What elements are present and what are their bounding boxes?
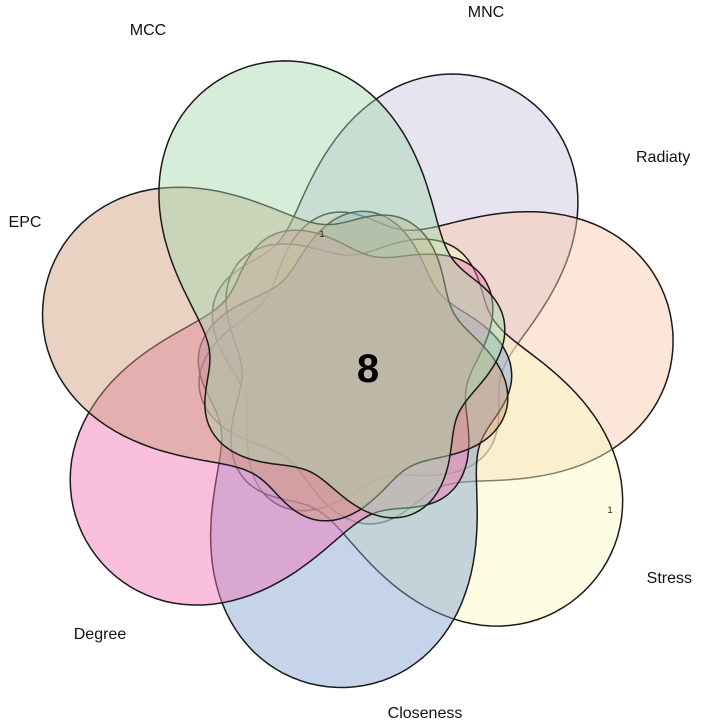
set-label-stress: Stress [647, 570, 692, 587]
region-count-stress: 1 [607, 505, 612, 515]
set-label-epc: EPC [9, 214, 42, 231]
petal-mcc [158, 60, 506, 519]
set-label-mnc: MNC [468, 4, 504, 21]
petal-radiaty [198, 210, 674, 525]
petal-degree [69, 229, 494, 606]
set-label-degree: Degree [74, 626, 127, 643]
petal-mnc [211, 73, 579, 512]
set-label-radiaty: Radiaty [636, 149, 690, 166]
region-count-mcc: 1 [319, 229, 324, 239]
set-label-mcc: MCC [130, 22, 166, 39]
petal-epc [41, 186, 509, 522]
set-label-closeness: Closeness [388, 705, 463, 722]
petal-closeness [197, 210, 513, 689]
petal-stress [225, 238, 624, 627]
center-intersection-count: 8 [357, 347, 379, 391]
